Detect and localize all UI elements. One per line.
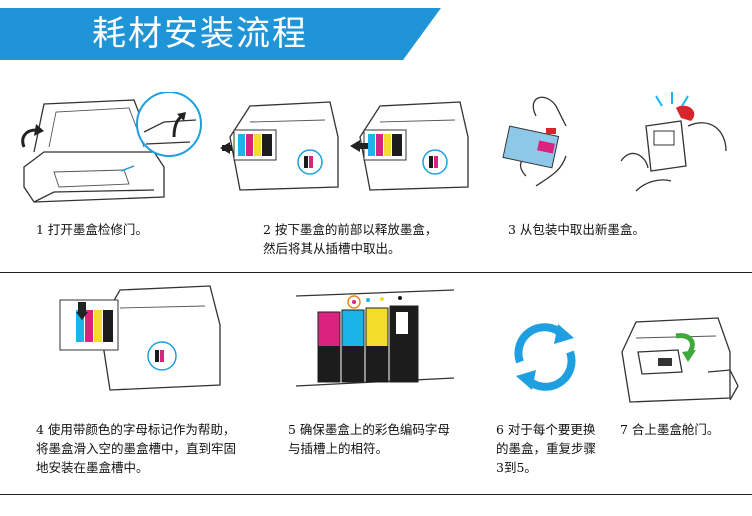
step-3-illustration — [496, 86, 736, 200]
step-7-caption: 7 合上墨盒舱门。 — [620, 422, 720, 437]
page-title: 耗材安装流程 — [92, 14, 308, 54]
step-6-caption: 6 对于每个要更换 的墨盒，重复步骤 3到5。 — [496, 422, 597, 475]
step-5-illustration — [295, 286, 455, 398]
section-divider — [0, 272, 752, 273]
step-1-illustration — [14, 91, 214, 216]
title-banner: 耗材安装流程 — [0, 8, 441, 60]
step-4-caption: 4 使用带颜色的字母标记作为帮助， 将墨盒滑入空的墨盒槽中，直到牢固 地安装在墨… — [36, 422, 237, 475]
step-3-caption: 3 从包装中取出新墨盒。 — [508, 222, 645, 237]
step-1-caption: 1 打开墨盒检修门。 — [36, 222, 148, 237]
step-7-illustration — [618, 312, 746, 414]
bottom-divider — [0, 494, 752, 495]
step-5-caption: 5 确保墨盒上的彩色编码字母 与插槽上的相符。 — [288, 422, 450, 456]
step-2-caption: 2 按下墨盒的前部以释放墨盒， 然后将其从插槽中取出。 — [263, 222, 438, 256]
step-4-illustration — [40, 280, 240, 404]
step-2-illustration — [220, 92, 480, 206]
banner-background — [0, 8, 441, 60]
repeat-icon — [508, 320, 582, 398]
